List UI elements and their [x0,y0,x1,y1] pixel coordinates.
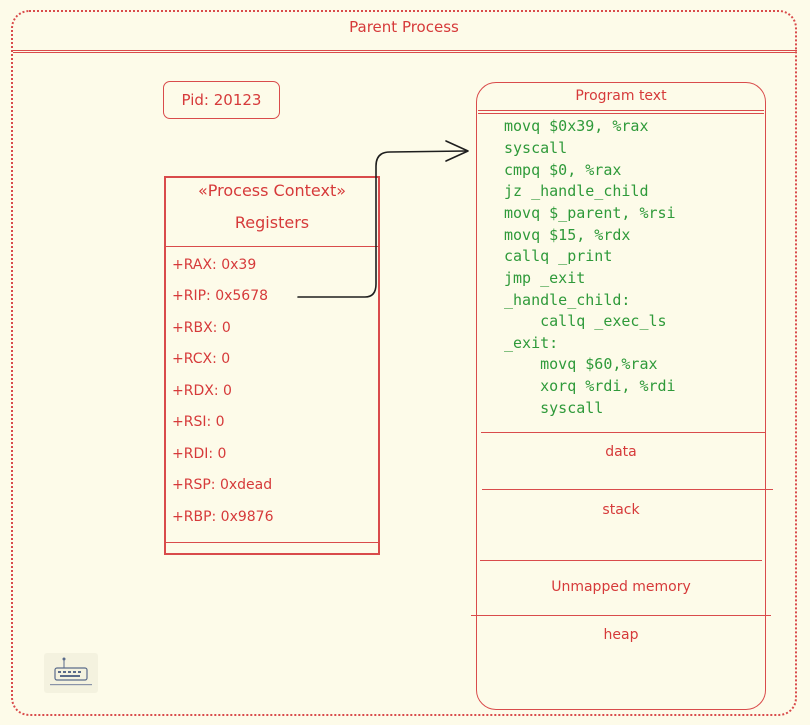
register-rdi: +RDI: 0 [172,446,227,462]
register-rip: +RIP: 0x5678 [172,288,269,304]
register-rax: +RAX: 0x39 [172,257,257,273]
process-context-divider [166,246,378,247]
parent-process-title: Parent Process [349,18,459,36]
code-line: _handle_child: [504,291,631,309]
code-line: xorq %rdi, %rdi [504,377,676,395]
code-line: syscall [504,139,568,157]
code-line: _exit: [504,334,559,352]
unmapped-segment-divider [480,560,762,561]
program-text-divider-double [478,113,764,114]
register-rdx: +RDX: 0 [172,383,232,399]
heap-segment-divider [471,615,771,616]
stack-segment-divider [482,489,773,490]
memory-layout-box [476,82,766,710]
keyboard-logo-icon [50,657,92,686]
rip-arrow-line [297,150,467,298]
data-segment-divider [481,432,765,433]
code-line: callq _print [504,247,613,265]
process-context-footer-divider [166,542,378,543]
process-context-stereotype: «Process Context» [197,181,347,200]
logo [44,653,98,693]
program-text-divider [478,110,764,111]
parent-process-frame [11,10,797,716]
code-line: movq $60,%rax [504,355,658,373]
register-rsi: +RSI: 0 [172,414,225,430]
code-line: movq $15, %rdx [504,226,631,244]
code-line: jmp _exit [504,269,586,287]
register-rbp: +RBP: 0x9876 [172,509,274,525]
code-line: jz _handle_child [504,182,649,200]
segment-stack-label: stack [602,502,640,518]
process-context-title: Registers [234,213,310,232]
register-rsp: +RSP: 0xdead [172,477,273,493]
code-line: movq $0x39, %rax [504,117,649,135]
code-line: cmpq $0, %rax [504,161,622,179]
program-text-title: Program text [575,88,667,104]
register-rbx: +RBX: 0 [172,320,231,336]
code-line: syscall [504,399,604,417]
parent-process-divider [13,50,797,53]
pid-label: Pid: 20123 [181,91,262,109]
segment-data-label: data [605,444,637,460]
rip-arrow-head [445,140,469,162]
register-rcx: +RCX: 0 [172,351,231,367]
process-context-box [164,176,380,555]
code-line: callq _exec_ls [504,312,667,330]
segment-heap-label: heap [603,627,639,643]
code-line: movq $_parent, %rsi [504,204,676,222]
segment-unmapped-label: Unmapped memory [551,579,691,595]
pid-box: Pid: 20123 [163,81,280,119]
